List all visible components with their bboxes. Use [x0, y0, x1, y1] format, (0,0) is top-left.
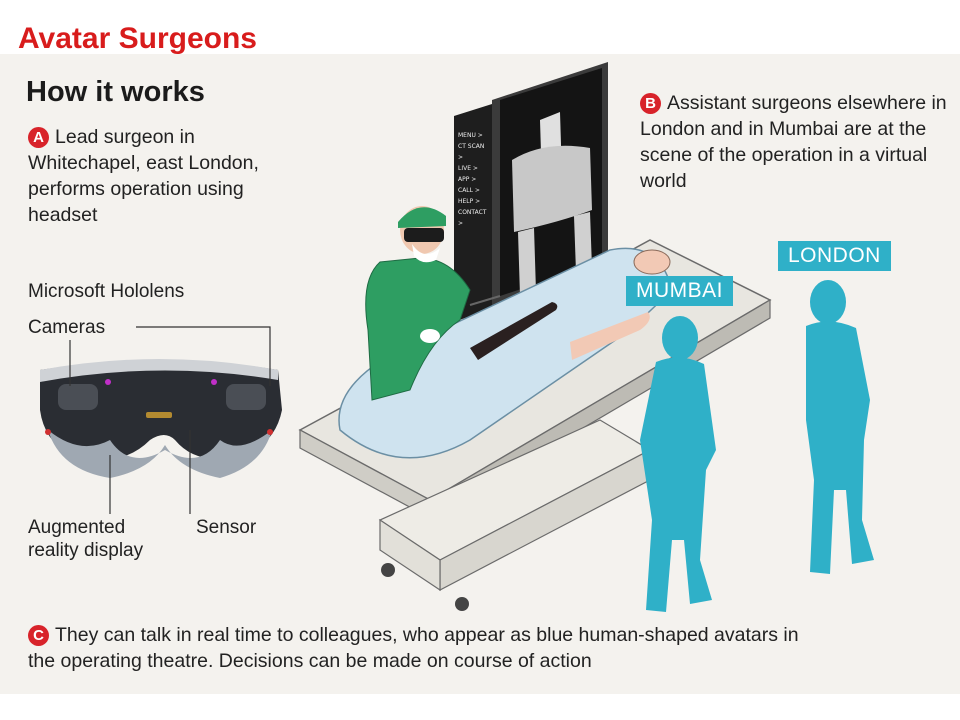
- slide-title: Avatar Surgeons: [18, 22, 257, 55]
- hololens-headset: [40, 359, 282, 478]
- london-avatar: [806, 280, 874, 574]
- camera-right: [226, 384, 266, 410]
- screen-menu-item: MENU >: [458, 132, 483, 139]
- screen-menu-item: HELP >: [458, 198, 481, 205]
- sensor-label: Sensor: [196, 517, 257, 538]
- screen-menu-item: CT SCAN >: [458, 143, 485, 161]
- label-leader-lines: [69, 326, 271, 514]
- step-a-badge: A: [28, 127, 49, 148]
- sensor-mark: [146, 412, 172, 418]
- screen-menu: MENU > CT SCAN > LIVE > APP > CALL > HEL…: [458, 130, 490, 229]
- step-b-badge: B: [640, 93, 661, 114]
- step-b-text: Assistant surgeons elsewhere in London a…: [640, 92, 947, 192]
- london-label: LONDON: [778, 241, 891, 271]
- section-heading: How it works: [26, 76, 205, 108]
- step-c-badge: C: [28, 625, 49, 646]
- hololens-title: Microsoft Hololens: [28, 281, 185, 302]
- screen-menu-item: APP >: [458, 176, 477, 183]
- patient: [338, 247, 673, 459]
- screen-menu-item: CALL >: [458, 187, 480, 194]
- cameras-label: Cameras: [28, 317, 106, 338]
- mumbai-avatar: [640, 316, 716, 612]
- step-c-text: They can talk in real time to colleagues…: [28, 624, 799, 672]
- screen-menu-item: LIVE >: [458, 165, 478, 172]
- mumbai-label: MUMBAI: [626, 276, 733, 306]
- ar-display-label: Augmented reality display: [28, 517, 144, 561]
- step-a-text: Lead surgeon in Whitechapel, east London…: [28, 126, 259, 226]
- screen-menu-item: CONTACT >: [458, 209, 487, 227]
- lead-surgeon: [365, 206, 501, 401]
- camera-left: [58, 384, 98, 410]
- ct-scan-screen: [454, 62, 608, 322]
- headset-icon: [404, 228, 444, 242]
